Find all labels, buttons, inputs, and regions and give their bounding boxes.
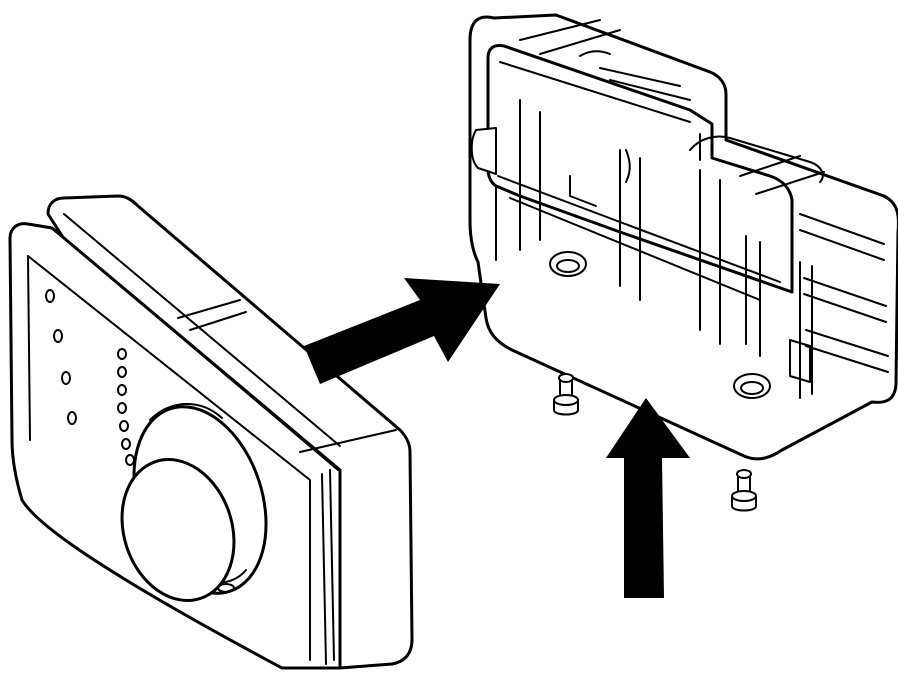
controller-icon: [8, 194, 414, 670]
dial-knob-icon: [120, 403, 268, 602]
mounting-screw-icon: [731, 469, 757, 512]
indicator-dots-icon: [45, 289, 135, 466]
arrow-right-icon: [304, 278, 500, 384]
arrow-up-icon: [606, 398, 690, 598]
backbox-icon: [468, 13, 898, 461]
mounting-screw-icon: [553, 373, 579, 416]
